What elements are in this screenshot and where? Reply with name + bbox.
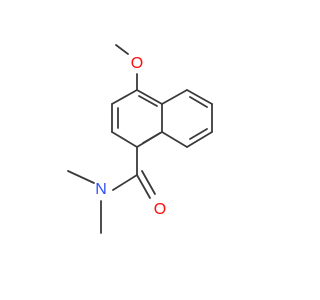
ring-bond-1 [111, 89, 138, 105]
structure-canvas: O O N [0, 0, 300, 300]
ring-bond-5 [136, 89, 163, 105]
methyl-to-oxygen-bond [115, 44, 129, 55]
ring-bond-3 [111, 131, 138, 148]
right-ring-bond-5 [161, 131, 188, 148]
methoxy-oxygen-label: O [131, 55, 143, 72]
ring-inner-double-bond-2 [142, 132, 161, 144]
ring-inner-double-bond-3 [138, 95, 158, 107]
nitrogen-to-methyl-1-bond [67, 170, 95, 184]
right-ring-bond-1 [161, 89, 188, 105]
amide-nitrogen-label: N [95, 181, 107, 198]
carbonyl-double-bond-b [141, 170, 156, 195]
background [0, 0, 300, 300]
carbonyl-double-bond-a [136, 174, 151, 199]
right-ring-inner-double-bond-1 [189, 96, 208, 108]
right-ring-bond-2 [186, 89, 213, 105]
carbonyl-to-nitrogen-bond [112, 174, 138, 191]
molecule-structure: O O N [0, 0, 300, 300]
right-ring-bond-4 [186, 131, 213, 148]
carbonyl-oxygen-label: O [154, 201, 166, 218]
right-ring-inner-double-bond-2 [189, 128, 208, 140]
